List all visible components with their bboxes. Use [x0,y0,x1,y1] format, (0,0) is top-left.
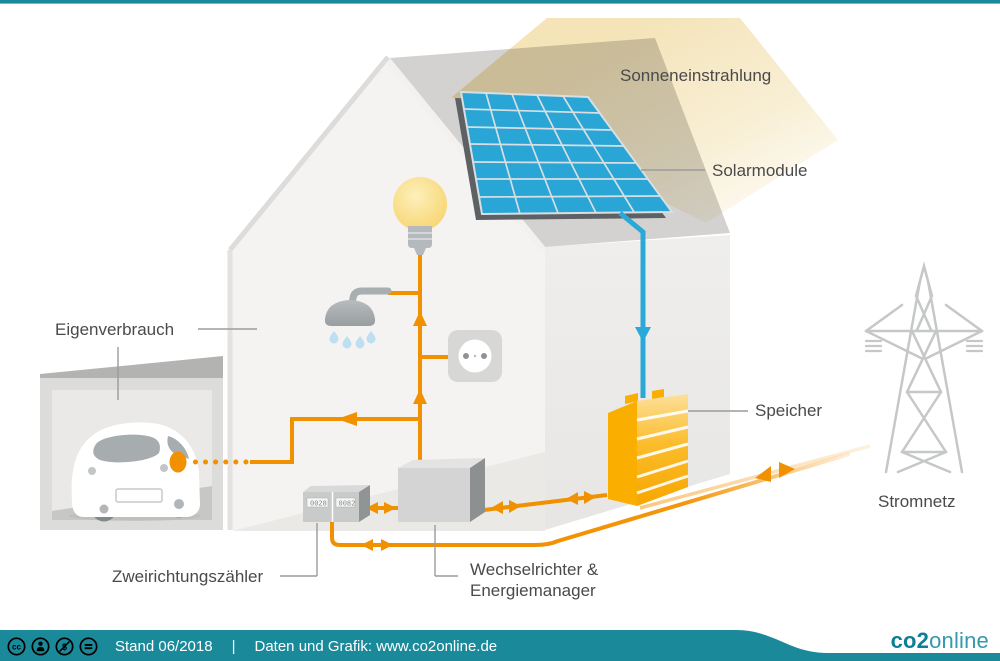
battery-terminal [652,389,664,399]
battery-icon [608,389,689,506]
garage [40,356,223,530]
label-eigenverbrauch: Eigenverbrauch [55,320,175,339]
footer-separator: | [231,637,236,655]
meter-value-right: 0082 [339,500,356,508]
panel-grid [459,90,674,216]
meter-display-right [335,497,356,508]
arrow-left-icon [491,501,503,514]
arrow-left-icon [566,492,578,505]
label-solarmodule: Solarmodule [712,161,808,180]
sunbeam-icon [452,18,838,223]
label-lines [117,169,748,577]
car-charge-port [169,451,187,473]
label-wechselrichter-line1: Wechselrichter & [470,560,599,579]
car-hub-right [174,499,184,509]
arrow-right-icon [384,502,396,514]
label-wechselrichter-line2: Energiemanager [470,581,596,600]
logo-co2: co2 [890,628,930,653]
car-light-left [88,467,96,475]
logo-online: online [929,628,989,653]
label-sonneneinstrahlung: Sonneneinstrahlung [620,66,772,85]
cc-nc-icon: $ [55,636,74,656]
label-speicher: Speicher [755,401,823,420]
footer: cc $ Stand 06/2018 | Daten und Grafik: w… [7,633,497,659]
solar-panel-icon [455,90,674,220]
cc-by-icon [31,636,50,656]
meter-top [303,485,370,492]
footer-credit: Daten und Grafik: www.co2online.de [254,637,498,655]
label-stromnetz: Stromnetz [878,492,956,511]
inverter-icon [398,458,485,522]
arrow-left-icon [337,412,357,426]
arrow-up-icon [413,389,427,404]
arrow-left-icon [366,502,378,514]
socket-icon [448,330,502,382]
label-wechselrichter: Wechselrichter & Energiemanager [470,559,598,601]
co2online-logo: co2online [891,629,989,653]
shower-icon [325,287,392,349]
label-zweirichtungszaehler: Zweirichtungszähler [112,567,264,586]
wire-battery-grid [639,444,871,510]
battery-side [608,401,637,506]
garage-roof [40,356,223,378]
pylon-insulators [864,339,984,353]
gable-edge [228,55,390,252]
shower-drops [329,331,376,349]
battery-terminal [625,393,638,404]
battery-stripes [636,409,689,495]
meter-value-left: 0028 [310,500,327,508]
inverter-top [398,458,485,468]
arrow-right-icon [509,500,521,513]
arrow-down-icon [635,327,651,342]
footer-band [0,630,1000,661]
car-light-right [160,464,168,472]
car-hub-left [99,504,109,514]
car-rear-window [93,434,160,463]
inverter-front [398,468,470,522]
wire-meter-grid-loop [330,452,851,547]
cc-license-icon: cc [7,636,26,656]
wire-arrows [337,311,596,514]
solar-cable [618,211,651,398]
top-border [0,0,1000,4]
meter-icon: 0028 0082 [303,485,370,522]
loop-arrows [361,539,393,551]
car-side-window [167,436,189,459]
car-license-plate [115,488,163,503]
arrow-up-icon [413,311,427,326]
pylon-icon [864,261,984,474]
arrow-right-icon [381,539,393,551]
svg-text:cc: cc [12,642,21,651]
car-icon [69,422,201,522]
inverter-side [470,458,485,522]
cc-nd-icon [79,636,98,656]
footer-stand: Stand 06/2018 [115,637,213,655]
meter-display-left [306,497,329,508]
arrow-left-icon [361,539,373,551]
meter-side [359,485,370,522]
arrow-right-icon [584,491,596,504]
bulb-icon [393,177,447,255]
